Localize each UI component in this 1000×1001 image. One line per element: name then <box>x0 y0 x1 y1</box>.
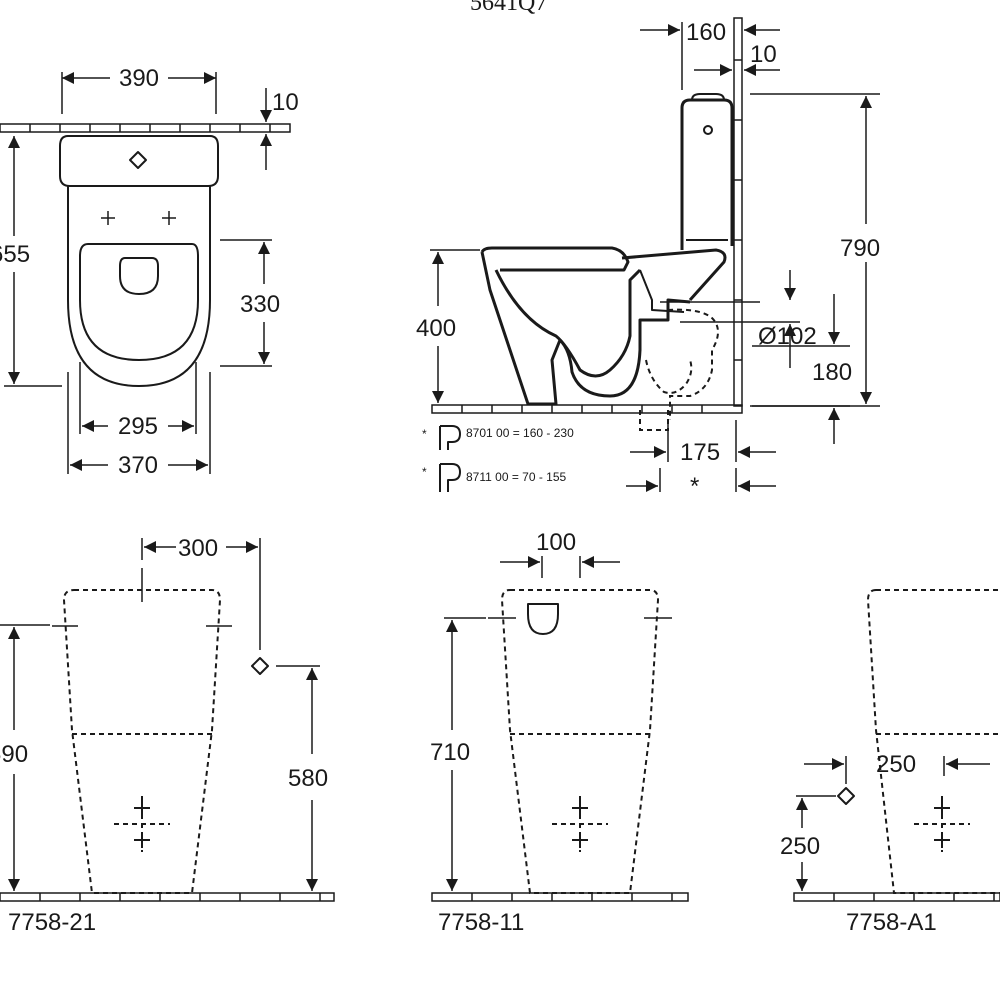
tank-outline <box>59 135 219 187</box>
front-view-7758-11: 100 710 7758-11 <box>430 529 689 936</box>
water-inlet-icon <box>527 603 559 635</box>
fitting-2-text: 8711 00 = 70 - 155 <box>466 470 567 484</box>
wall-strip <box>0 123 291 133</box>
dim-inlet-offset-21: 300 <box>178 535 218 562</box>
dim-height-11: 710 <box>430 739 470 766</box>
dim-inlet-offset-11: 100 <box>536 529 576 556</box>
dim-inlet-height-21: 580 <box>288 765 328 792</box>
fitting-1-bullet: * <box>422 427 427 441</box>
view-label-21: 7758-21 <box>8 909 96 936</box>
dim-seat-depth: 330 <box>240 291 280 318</box>
flush-button-icon <box>129 151 147 169</box>
side-view: 160 10 790 400 Ø102 180 175 <box>416 17 880 500</box>
floor-fixing-icon <box>572 800 588 848</box>
dim-width-top: 390 <box>119 65 159 92</box>
top-view: 390 10 655 330 295 370 <box>0 65 299 479</box>
hinge-marks <box>101 211 176 225</box>
view-label-A1: 7758-A1 <box>846 909 937 936</box>
wall <box>733 17 743 407</box>
dim-tank-depth: 160 <box>686 19 726 46</box>
dim-outlet-distance: 175 <box>680 439 720 466</box>
dim-inlet-height-A1: 250 <box>780 833 820 860</box>
flush-button-icon <box>703 125 713 135</box>
dim-side-wall-gap: 10 <box>750 41 777 68</box>
siphon-icon-2 <box>439 463 461 492</box>
dim-wall-gap: 10 <box>272 89 299 116</box>
fitting-2-bullet: * <box>422 465 427 479</box>
fitting-1-text: 8701 00 = 160 - 230 <box>466 426 574 440</box>
bowl-outline <box>67 186 211 387</box>
tank-lid <box>691 93 725 101</box>
tank-outline <box>680 98 734 250</box>
floor <box>431 404 743 414</box>
water-inlet-icon <box>251 657 269 675</box>
dim-length: 655 <box>0 241 30 268</box>
siphon-icon-1 <box>439 425 461 450</box>
dim-opening-width: 295 <box>118 413 158 440</box>
dim-inlet-offset-A1: 250 <box>876 751 916 778</box>
front-view-7758-A1: 250 250 7758-A1 <box>780 589 1000 936</box>
water-inlet-icon <box>837 787 855 805</box>
view-label-11: 7758-11 <box>438 909 524 936</box>
outlet-pipe <box>645 308 719 420</box>
front-view-7758-21: 300 690 580 7758-21 <box>0 535 335 936</box>
seat-opening <box>119 257 159 295</box>
dim-height-21: 690 <box>0 741 28 768</box>
toilet-outline <box>866 589 1000 894</box>
floor <box>793 892 1000 902</box>
dim-outlet-height: 180 <box>812 359 852 386</box>
toilet-outline <box>62 589 222 894</box>
seat-lid <box>480 246 630 272</box>
seat-outline <box>79 243 199 361</box>
floor <box>0 892 335 902</box>
dim-total-height: 790 <box>840 235 880 262</box>
floor <box>431 892 689 902</box>
dim-seat-height: 400 <box>416 315 456 342</box>
dim-base-width: 370 <box>118 452 158 479</box>
floor-fixing-icon <box>134 800 150 848</box>
bowl-outline <box>480 251 691 406</box>
floor-fixing-icon <box>934 800 950 848</box>
toilet-outline <box>500 589 660 894</box>
model-title: 5641Q7 <box>470 0 547 16</box>
dim-asterisk: * <box>690 473 699 500</box>
